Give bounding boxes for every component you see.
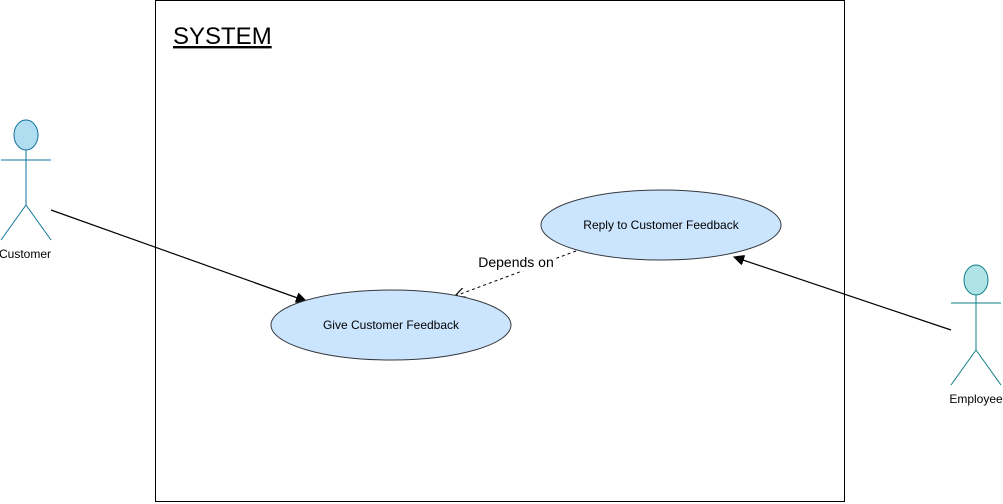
actor-customer-label: Customer xyxy=(0,247,51,261)
dependency-label: Depends on xyxy=(478,254,554,270)
actor-employee-label: Employee xyxy=(949,392,1003,406)
customer-stick-figure-icon xyxy=(0,119,52,241)
actor-employee[interactable]: Employee xyxy=(949,264,1003,406)
actor-customer[interactable]: Customer xyxy=(0,119,52,261)
employee-association-line[interactable] xyxy=(734,257,952,331)
dependency-label-bg xyxy=(476,253,556,271)
use-case-give-feedback-shape[interactable] xyxy=(270,289,512,361)
use-case-reply-feedback-label: Reply to Customer Feedback xyxy=(583,218,739,232)
customer-association-line[interactable] xyxy=(50,209,306,301)
use-case-reply-feedback[interactable]: Reply to Customer Feedback xyxy=(540,189,782,261)
system-title: SYSTEM xyxy=(173,23,272,50)
use-case-reply-feedback-shape[interactable] xyxy=(540,189,782,261)
employee-stick-figure-icon xyxy=(950,264,1002,386)
use-case-give-feedback-label: Give Customer Feedback xyxy=(323,318,460,332)
use-case-give-feedback[interactable]: Give Customer Feedback xyxy=(270,289,512,361)
